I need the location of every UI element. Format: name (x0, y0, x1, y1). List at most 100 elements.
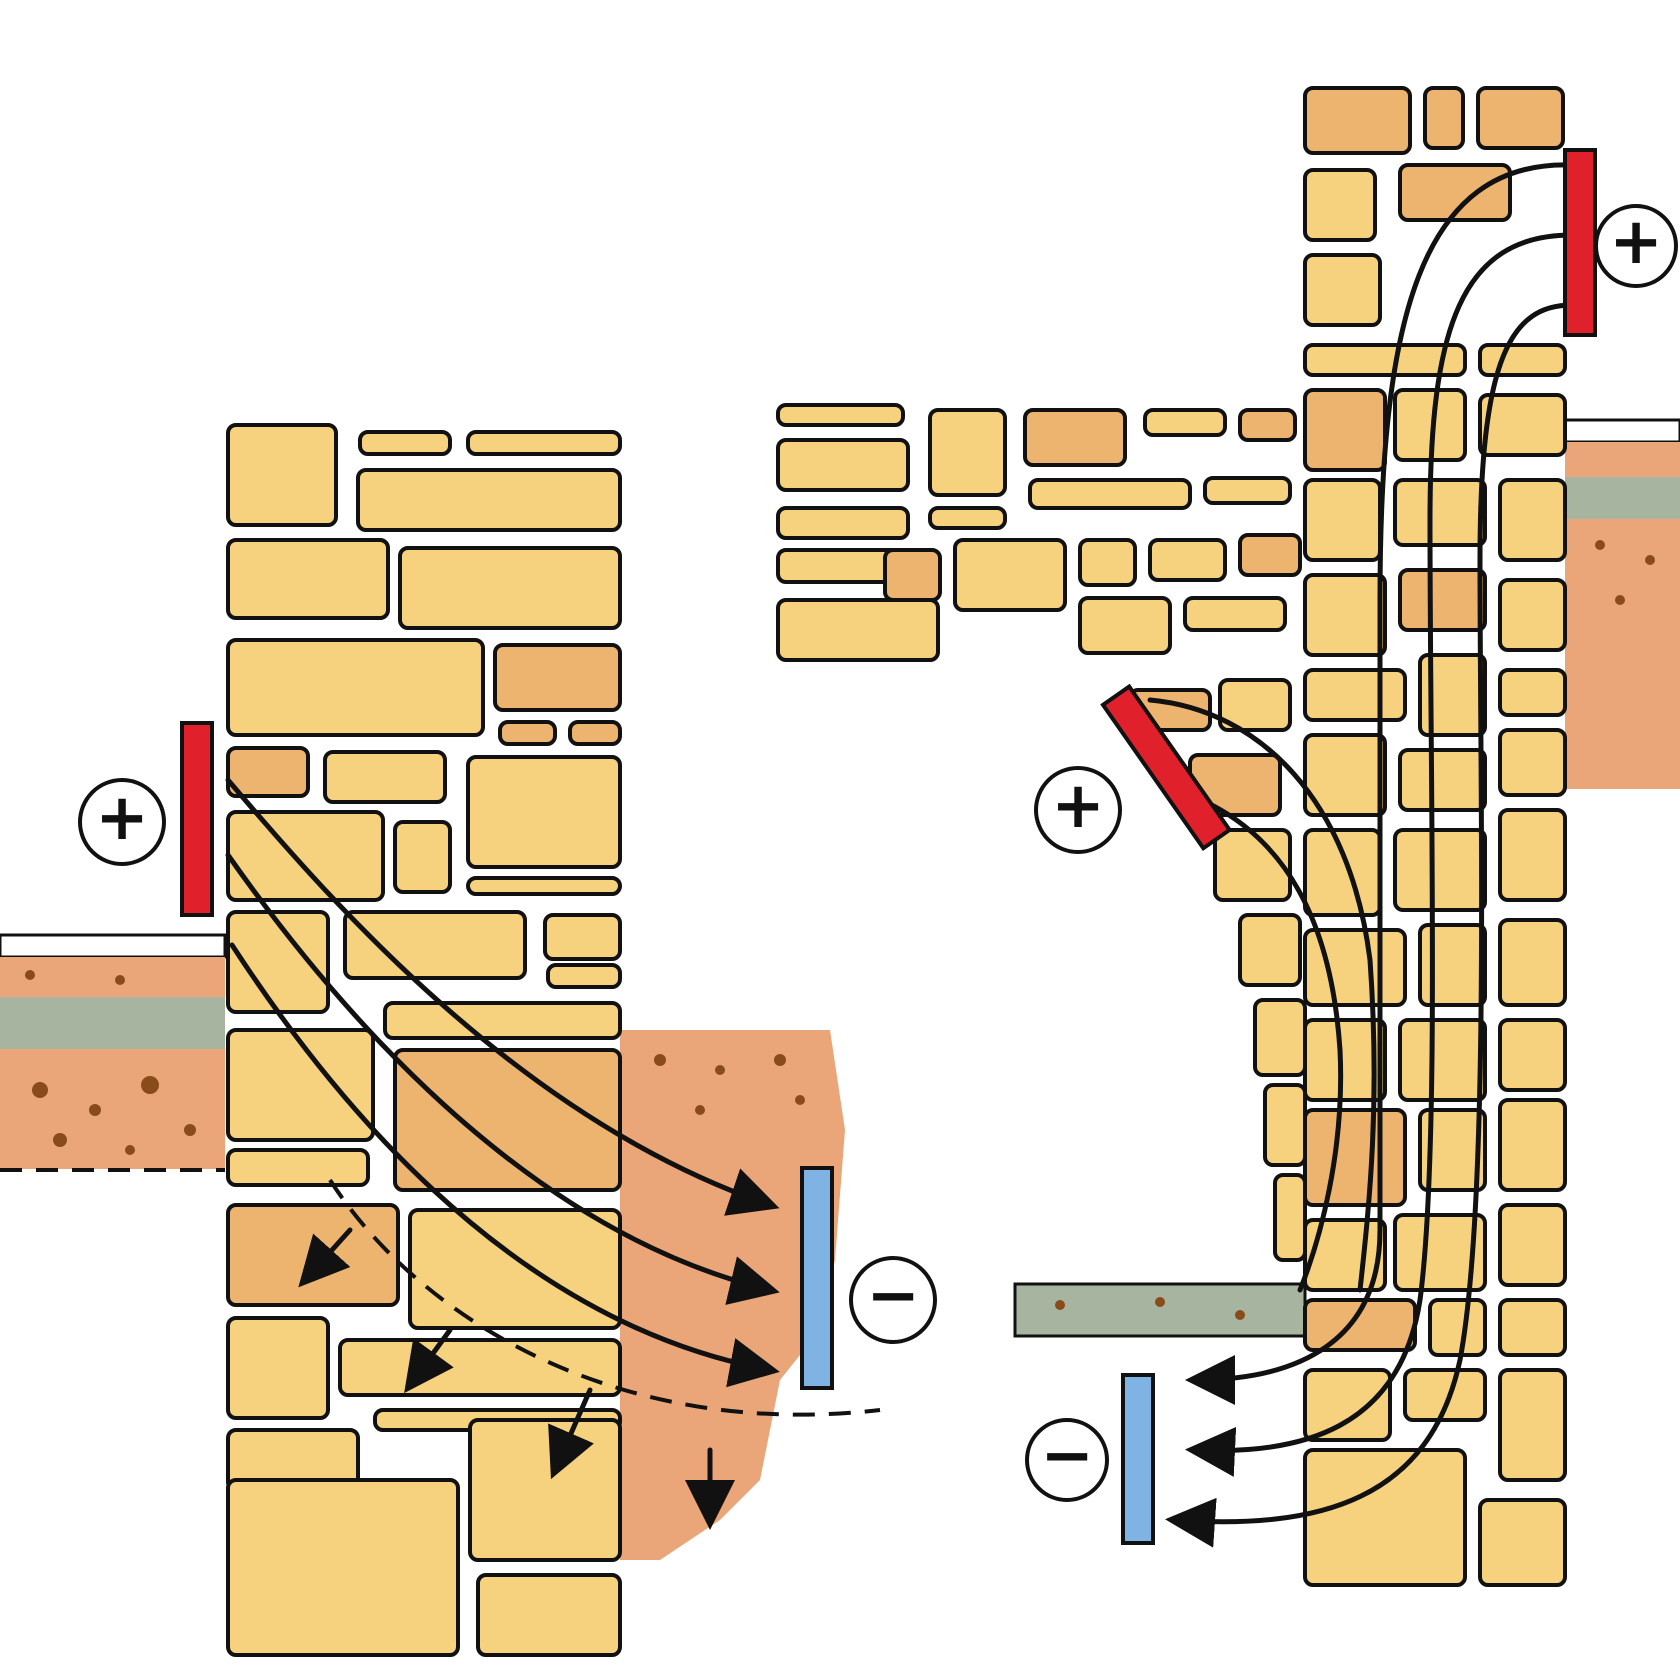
masonry-stone (468, 1418, 622, 1562)
masonry-stone (1393, 478, 1487, 547)
masonry-stone (883, 548, 942, 602)
masonry-stone (356, 468, 622, 532)
masonry-stone (1418, 653, 1487, 737)
masonry-stone (928, 408, 1007, 497)
masonry-stone (1303, 1368, 1392, 1442)
flow-line (1147, 697, 1377, 1293)
right-anode-arch-plus: + (1051, 769, 1105, 843)
flow-arrow (1185, 232, 1575, 1477)
masonry-stone (1028, 478, 1192, 510)
masonry-stone (1398, 163, 1512, 222)
masonry-stone (1398, 568, 1487, 632)
masonry-stone (1273, 1173, 1307, 1262)
flow-arrow (1165, 302, 1575, 1548)
masonry-stone (226, 638, 485, 737)
masonry-stone (1398, 1018, 1487, 1102)
masonry-stone (1498, 1368, 1567, 1482)
masonry-stone (226, 746, 310, 798)
masonry-stone (393, 1048, 622, 1192)
masonry-stone (1303, 253, 1382, 327)
masonry-stone (1398, 748, 1487, 812)
masonry-stone (1423, 86, 1465, 150)
drainage-arrow (548, 1387, 594, 1480)
masonry-stone (1238, 408, 1297, 442)
right-anode-top-plus: + (1609, 205, 1663, 279)
masonry-stone (1148, 538, 1227, 582)
masonry-stone (1143, 408, 1227, 437)
masonry-stone (226, 1148, 370, 1187)
right-moisture-flow (1147, 162, 1575, 1548)
masonry-stone (226, 1028, 375, 1142)
masonry-stone (1263, 1083, 1307, 1167)
masonry-stone (1303, 733, 1387, 817)
left-soil-upper (0, 957, 225, 997)
masonry-stone (466, 876, 622, 896)
masonry-stone (1498, 578, 1567, 652)
left-cathode-plate (800, 1166, 834, 1390)
masonry-stone (226, 538, 390, 620)
masonry-stone (1303, 343, 1467, 377)
masonry-stone (1498, 1098, 1567, 1192)
masonry-stone (398, 546, 622, 630)
masonry-stone (408, 1208, 622, 1330)
drainage-arrow (298, 1227, 353, 1288)
masonry-stone (776, 598, 940, 662)
masonry-stone (1498, 1203, 1567, 1287)
masonry-stone (953, 538, 1067, 612)
masonry-stone (1303, 573, 1387, 657)
masonry-stone (1303, 828, 1382, 917)
left-cathode-symbol: − (849, 1256, 937, 1344)
masonry-stone (393, 820, 452, 894)
masonry-stone (568, 720, 622, 746)
masonry-stone (1476, 86, 1565, 150)
masonry-stone (1183, 596, 1287, 632)
masonry-stone (1253, 998, 1307, 1077)
flow-arrow (225, 852, 780, 1305)
masonry-stone (1303, 388, 1387, 472)
masonry-stone (1238, 913, 1302, 987)
flow-arrow (225, 777, 780, 1216)
masonry-stone (1478, 393, 1567, 457)
masonry-stone (323, 750, 447, 804)
masonry-stone (1498, 918, 1567, 1007)
left-gravel-layer (0, 997, 225, 1049)
masonry-stone (383, 1001, 622, 1040)
masonry-stone (343, 910, 527, 980)
masonry-stone (358, 430, 452, 456)
flow-arrow (229, 942, 780, 1388)
left-anode-plate (180, 721, 214, 917)
masonry-stone (546, 963, 622, 989)
masonry-stone (226, 423, 338, 527)
masonry-stone (1303, 168, 1377, 242)
masonry-stone (466, 430, 622, 456)
masonry-stone (1393, 828, 1487, 912)
left-pavement (0, 933, 227, 959)
masonry-stone (1393, 1213, 1487, 1292)
left-wall (226, 423, 622, 1657)
masonry-stone (1403, 1368, 1487, 1422)
masonry-stone (226, 1203, 400, 1307)
right-anode-arch-plate (1100, 683, 1233, 852)
masonry-stone (1218, 678, 1292, 732)
left-cathode-minus: − (866, 1259, 920, 1333)
masonry-stone (776, 506, 910, 540)
right-ground-layers (1563, 418, 1680, 789)
drainage-dashed-line (328, 1178, 881, 1417)
masonry-stone (1303, 668, 1407, 722)
masonry-stone (493, 643, 622, 712)
right-gravel-layer (1565, 477, 1680, 519)
masonry-stone (1498, 808, 1567, 902)
left-moisture-flow (225, 777, 881, 1530)
right-anode-arch-symbol: + (1034, 766, 1122, 854)
masonry-stone (1303, 478, 1382, 562)
masonry-stone (338, 1338, 622, 1397)
masonry-stone (1478, 343, 1567, 377)
masonry-stone (1418, 1108, 1487, 1192)
masonry-stone (476, 1573, 622, 1657)
flow-line (1172, 787, 1344, 1293)
flow-arrow (1185, 162, 1575, 1405)
right-floor-slab (1013, 1282, 1307, 1338)
masonry-stone (1078, 596, 1172, 655)
masonry-stone (1238, 533, 1302, 577)
masonry-stone (226, 1478, 460, 1657)
